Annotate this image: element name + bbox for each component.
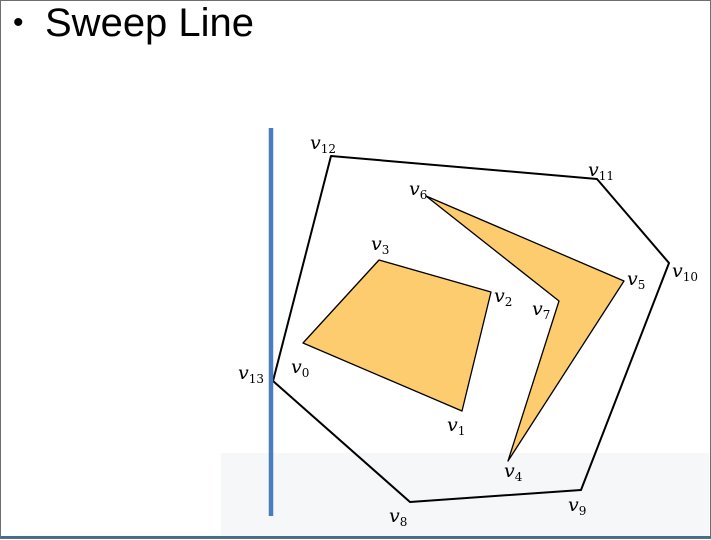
- vertex-label-v0: v0: [291, 356, 309, 380]
- hole-chevron: [425, 195, 625, 462]
- vertex-label-v11: v11: [588, 159, 614, 183]
- vertex-label-v9: v9: [568, 494, 586, 518]
- vertex-label-v7: v7: [532, 298, 550, 322]
- vertex-label-v5: v5: [627, 268, 645, 292]
- vertex-label-v6: v6: [409, 178, 427, 202]
- vertex-label-v3: v3: [371, 233, 389, 257]
- vertex-label-v12: v12: [310, 132, 336, 156]
- vertex-label-v8: v8: [389, 505, 407, 529]
- slide-heading: • Sweep Line: [13, 0, 254, 47]
- footer-rule: [1, 536, 711, 538]
- hole-quad: [302, 259, 492, 412]
- vertex-label-v2: v2: [494, 285, 512, 309]
- bullet-icon: •: [13, 6, 24, 39]
- vertex-label-v1: v1: [447, 414, 465, 438]
- vertex-label-v13: v13: [238, 362, 264, 386]
- heading-text: Sweep Line: [45, 1, 255, 45]
- vertex-label-v4: v4: [504, 460, 523, 484]
- background-shade: [221, 453, 709, 537]
- vertex-label-v10: v10: [672, 260, 698, 284]
